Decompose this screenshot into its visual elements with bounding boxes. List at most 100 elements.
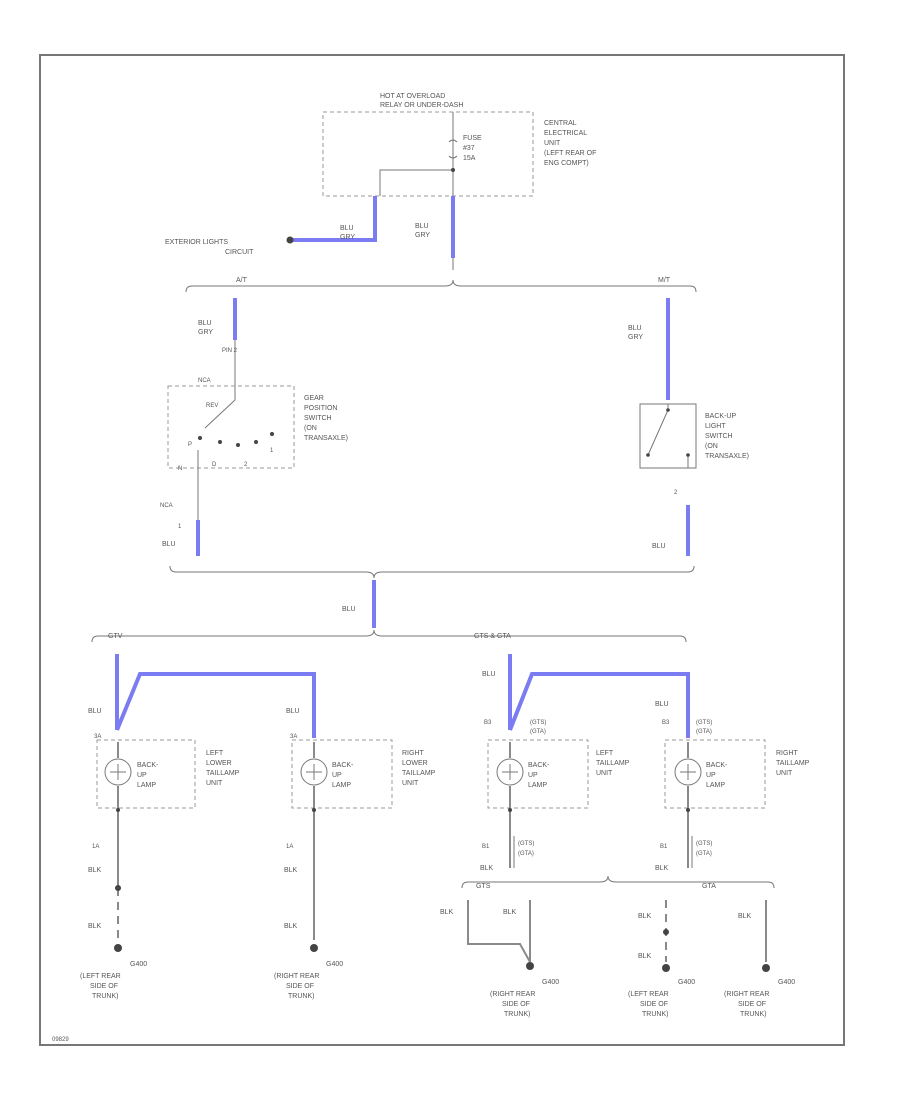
lamp-left-lower: 3A BACK- UP LAMP LEFT LOWER TAILLAMP UNI… [92, 734, 240, 850]
svg-text:EXTERIOR LIGHTS: EXTERIOR LIGHTS [165, 239, 228, 246]
wire-exterior-circuit [292, 196, 377, 242]
wire-color-label: BLK [284, 867, 298, 874]
lamp-left-tail: B3 (GTS) (GTA) BACK- UP LAMP LEFT TAILLA… [482, 720, 630, 857]
wire-color-label: BLU GRY [340, 225, 355, 241]
gear-pin-bottom: 1 [178, 524, 182, 530]
svg-text:BACK-: BACK- [706, 762, 728, 769]
fuse-label: FUSE #37 15A [463, 135, 482, 162]
wire-gts-lamps [508, 654, 690, 738]
wire-ground3a [467, 900, 531, 963]
svg-text:LEFT: LEFT [206, 750, 224, 757]
svg-text:TRUNK): TRUNK) [642, 1011, 668, 1018]
branch-gts: GTS & GTA [474, 633, 511, 640]
svg-text:3A: 3A [94, 734, 101, 740]
svg-text:(ON: (ON [705, 443, 718, 450]
merge-brace [169, 565, 695, 579]
svg-text:LOWER: LOWER [402, 760, 428, 767]
svg-text:(GTS): (GTS) [518, 841, 534, 847]
svg-text:UP: UP [332, 772, 342, 779]
svg-text:TRUNK): TRUNK) [740, 1011, 766, 1018]
svg-text:G400: G400 [542, 979, 559, 986]
svg-text:BACK-UP: BACK-UP [705, 413, 736, 420]
svg-text:(GTS): (GTS) [696, 841, 712, 847]
gear-rev-label: REV [206, 403, 218, 409]
svg-text:N: N [178, 466, 182, 472]
gear-conn-bottom: NCA [160, 503, 173, 509]
exterior-circuit-connector [286, 236, 294, 244]
svg-text:G400: G400 [678, 979, 695, 986]
wire-color-label: BLK [503, 909, 517, 916]
wire-color-label: BLU [655, 701, 669, 708]
svg-text:UNIT: UNIT [544, 140, 561, 147]
header-line2: RELAY OR UNDER-DASH [380, 102, 463, 109]
gear-switch-label: GEAR POSITION SWITCH (ON TRANSAXLE) [304, 395, 348, 442]
wire-color-label: BLK [440, 909, 454, 916]
svg-text:B3: B3 [662, 720, 670, 726]
transmission-brace [185, 279, 697, 293]
svg-text:2: 2 [244, 462, 248, 468]
svg-text:UNIT: UNIT [776, 770, 793, 777]
svg-text:3A: 3A [290, 734, 297, 740]
wire-color-label: BLU [342, 606, 356, 613]
svg-text:(RIGHT REAR: (RIGHT REAR [490, 991, 535, 998]
wire-color-label: BLK [638, 953, 652, 960]
svg-text:(GTA): (GTA) [518, 851, 534, 857]
svg-text:D: D [212, 462, 217, 468]
gear-switch-contact [204, 399, 236, 429]
svg-text:SIDE OF: SIDE OF [502, 1001, 530, 1008]
svg-text:(GTA): (GTA) [696, 729, 712, 735]
svg-text:B1: B1 [660, 844, 668, 850]
svg-text:#37: #37 [463, 145, 475, 152]
svg-text:TRUNK): TRUNK) [288, 993, 314, 1000]
svg-text:UP: UP [706, 772, 716, 779]
header-line1: HOT AT OVERLOAD [380, 93, 445, 100]
wire-color-label: BLK [655, 865, 669, 872]
svg-text:TRANSAXLE): TRANSAXLE) [304, 435, 348, 442]
wire-color-label: BLK [88, 923, 102, 930]
ground-5: G400 (RIGHT REAR SIDE OF TRUNK) [724, 964, 795, 1018]
model-brace [91, 629, 687, 643]
central-unit-box [322, 111, 534, 197]
wire-color-label: BLU GRY [628, 325, 643, 341]
wire-color-label: BLK [284, 923, 298, 930]
svg-text:SIDE OF: SIDE OF [640, 1001, 668, 1008]
footer-code: 09829 [52, 1037, 69, 1043]
svg-text:TAILLAMP: TAILLAMP [206, 770, 240, 777]
svg-text:(RIGHT REAR: (RIGHT REAR [274, 973, 319, 980]
ground-3: G400 (RIGHT REAR SIDE OF TRUNK) [490, 962, 559, 1018]
svg-text:TAILLAMP: TAILLAMP [596, 760, 630, 767]
svg-text:(RIGHT REAR: (RIGHT REAR [724, 991, 769, 998]
wire-color-label: BLU [482, 671, 496, 678]
branch-at: A/T [236, 277, 248, 284]
svg-text:G400: G400 [778, 979, 795, 986]
svg-text:G400: G400 [326, 961, 343, 968]
svg-text:UP: UP [528, 772, 538, 779]
svg-text:(GTA): (GTA) [696, 851, 712, 857]
diagram-frame [39, 54, 845, 1046]
svg-text:G400: G400 [130, 961, 147, 968]
svg-text:LOWER: LOWER [206, 760, 232, 767]
svg-text:1: 1 [270, 448, 274, 454]
wire-color-label: BLU [88, 708, 102, 715]
branch-gts2: GTS [476, 883, 491, 890]
svg-text:SWITCH: SWITCH [705, 433, 733, 440]
svg-text:TRANSAXLE): TRANSAXLE) [705, 453, 749, 460]
wire-color-label: BLK [638, 913, 652, 920]
svg-text:POSITION: POSITION [304, 405, 337, 412]
backup-switch-contact [647, 404, 689, 468]
splice-dot [451, 168, 455, 172]
svg-text:BLU: BLU [198, 320, 212, 327]
svg-text:ELECTRICAL: ELECTRICAL [544, 130, 587, 137]
exterior-circuit-label: EXTERIOR LIGHTS CIRCUIT [165, 239, 254, 256]
svg-text:TRUNK): TRUNK) [92, 993, 118, 1000]
svg-text:RIGHT: RIGHT [402, 750, 425, 757]
svg-text:CENTRAL: CENTRAL [544, 120, 577, 127]
svg-text:UNIT: UNIT [402, 780, 419, 787]
branch-mt: M/T [658, 277, 671, 284]
ground-4: G400 (LEFT REAR SIDE OF TRUNK) [628, 964, 695, 1018]
gear-switch-positions: N P D 2 1 [178, 432, 274, 472]
wire-color-label: BLU [286, 708, 300, 715]
svg-text:SIDE OF: SIDE OF [90, 983, 118, 990]
ground-2: G400 (RIGHT REAR SIDE OF TRUNK) [274, 944, 343, 1000]
